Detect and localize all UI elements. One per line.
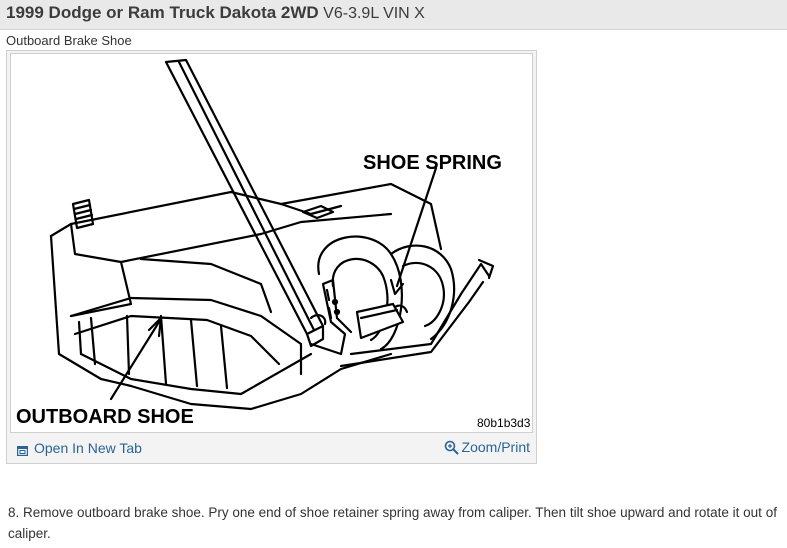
open-in-new-tab-link[interactable]: Open In New Tab <box>16 440 142 457</box>
engine-subtitle: V6-3.9L VIN X <box>323 5 425 22</box>
outboard-shoe-callout: OUTBOARD SHOE <box>16 406 194 428</box>
shoe-spring-callout: SHOE SPRING <box>363 152 502 174</box>
open-in-new-tab-label: Open In New Tab <box>34 440 142 456</box>
brake-illustration[interactable]: SHOE SPRING OUTBOARD SHOE 80b1b3d3 <box>10 53 533 433</box>
magnifier-icon <box>444 440 459 455</box>
zoom-print-link[interactable]: Zoom/Print <box>444 439 530 455</box>
title-bar: 1999 Dodge or Ram Truck Dakota 2WD V6-3.… <box>0 0 787 30</box>
vehicle-title: 1999 Dodge or Ram Truck Dakota 2WD <box>6 3 319 22</box>
procedure-step-text: 8. Remove outboard brake shoe. Pry one e… <box>8 505 777 541</box>
zoom-print-label: Zoom/Print <box>461 439 530 455</box>
figure-card: SHOE SPRING OUTBOARD SHOE 80b1b3d3 Open … <box>6 50 537 464</box>
figure-actions: Open In New Tab Zoom/Print <box>7 435 536 463</box>
caliper-drawing <box>49 58 495 411</box>
figure-caption: Outboard Brake Shoe <box>6 33 132 48</box>
figure-code: 80b1b3d3 <box>477 416 531 430</box>
open-in-new-tab-icon <box>16 443 29 457</box>
